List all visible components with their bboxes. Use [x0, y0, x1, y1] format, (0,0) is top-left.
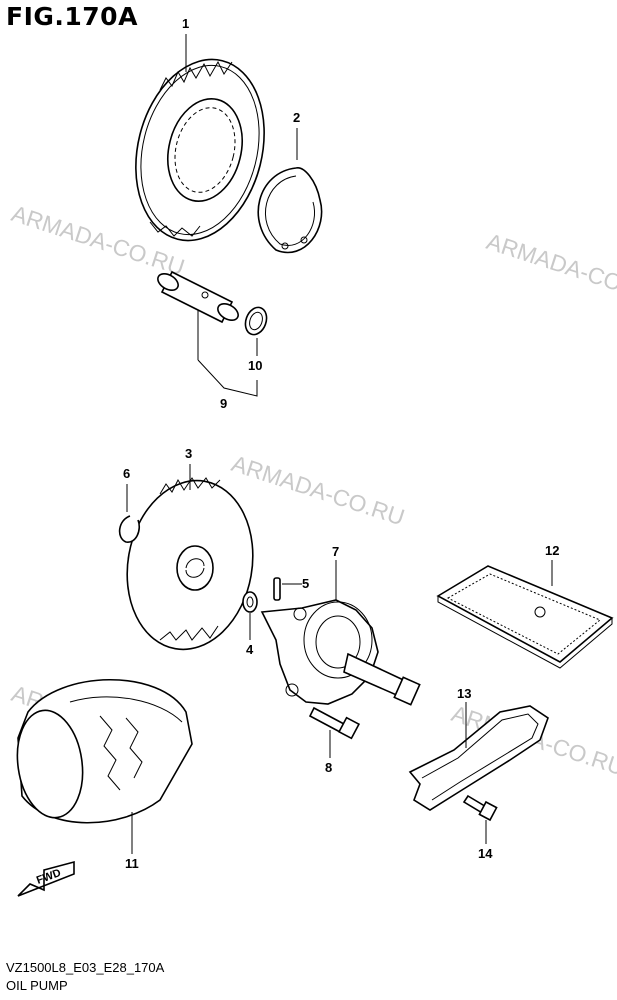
part-1-driven-gear	[135, 58, 265, 242]
part-13-gasket	[408, 705, 549, 811]
part-7-oil-pump	[260, 599, 421, 706]
part-6-circlip	[118, 515, 141, 543]
callout-12: 12	[545, 543, 559, 558]
part-10-washer	[244, 306, 268, 336]
part-8-bolt	[308, 706, 361, 740]
callout-5: 5	[302, 576, 309, 591]
leader-9-bracket	[197, 359, 258, 397]
callout-7: 7	[332, 544, 339, 559]
callout-3: 3	[185, 446, 192, 461]
part-2-circlip	[257, 167, 323, 254]
callout-9: 9	[220, 396, 227, 411]
fwd-arrow-icon: FWD	[17, 860, 75, 897]
part-14-bolt	[462, 794, 498, 822]
part-5-pin	[273, 577, 281, 601]
figure-title: FIG.170A	[6, 2, 138, 31]
callout-14: 14	[478, 846, 493, 861]
callout-4: 4	[246, 642, 254, 657]
part-11-oil-filter	[16, 679, 193, 824]
watermark: ARMADA-CO.RU	[483, 228, 617, 308]
part-4-washer	[242, 591, 258, 613]
figure-name: OIL PUMP	[6, 978, 68, 993]
callout-11: 11	[125, 856, 139, 871]
figure-code: VZ1500L8_E03_E28_170A	[6, 960, 165, 975]
callout-8: 8	[325, 760, 332, 775]
watermark: ARMADA-CO.RU	[228, 450, 407, 530]
callout-10: 10	[248, 358, 262, 373]
callout-1: 1	[182, 16, 189, 31]
callout-6: 6	[123, 466, 130, 481]
part-9-shaft	[157, 270, 239, 324]
part-12-strainer	[436, 565, 614, 669]
callout-2: 2	[293, 110, 300, 125]
part-3-pump-gear	[126, 477, 254, 651]
callout-13: 13	[457, 686, 471, 701]
